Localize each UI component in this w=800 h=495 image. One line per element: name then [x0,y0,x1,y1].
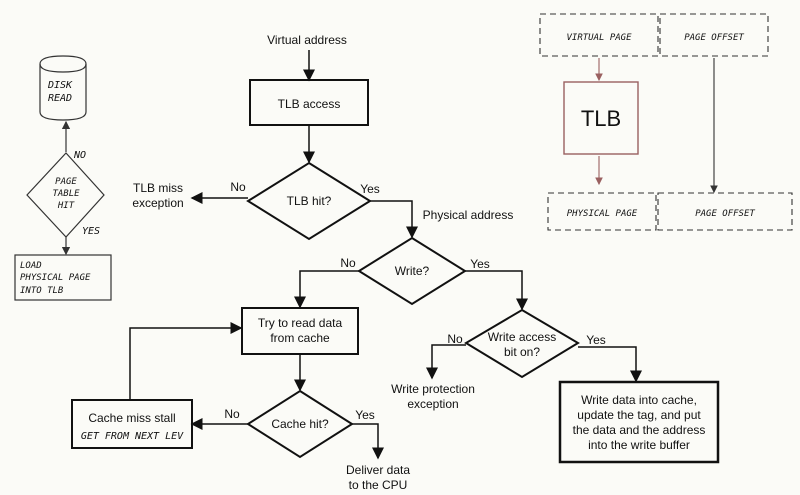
label-virtual-page: VIRTUAL PAGE [566,33,632,43]
label-page-table-2: TABLE [52,189,80,199]
label-write-data-4: into the write buffer [588,438,690,452]
label-write-data-2: update the tag, and put [577,408,701,422]
label-write-prot-1: Write protection [391,382,475,396]
disk-read-cylinder [39,55,87,121]
label-sketch-tlb: TLB [581,106,621,131]
box-write-data [558,380,720,464]
diamond-write [357,236,467,306]
label-load-1: LOAD [20,261,42,271]
box-load-physical-page [14,254,112,301]
label-yes-write: Yes [470,257,490,271]
label-disk-2: READ [48,93,72,104]
label-deliver-1: Deliver data [346,463,410,477]
label-try-read-2: from cache [270,331,330,345]
label-cache-miss-stall: Cache miss stall [88,411,175,425]
label-cache-hit: Cache hit? [271,417,329,431]
label-page-offset-bottom: PAGE OFFSET [695,209,755,219]
box-page-offset-bottom [657,192,793,231]
label-no-cache: No [224,407,240,421]
label-tlb-miss-2: exception [132,196,183,210]
label-yes-tlb: Yes [360,182,380,196]
label-page-table-1: PAGE [55,177,77,187]
box-cache-miss-stall [71,399,193,449]
label-write: Write? [395,264,430,278]
label-deliver-2: to the CPU [349,478,408,492]
label-page-offset-top: PAGE OFFSET [684,33,744,43]
label-write-prot-2: exception [407,397,458,411]
label-yes-write-access: Yes [586,333,606,347]
label-load-3: INTO TLB [20,286,64,296]
label-yes-cache: Yes [355,408,375,422]
main-flowchart: Virtual address TLB access TLB hit? No T… [71,33,720,492]
label-write-access-1: Write access [488,330,556,344]
label-disk-1: DISK [47,80,73,91]
label-no-write-access: No [447,332,463,346]
diamond-tlb-hit [246,161,372,241]
label-sketch-no: NO [73,150,86,161]
box-page-offset-top [659,13,769,57]
label-get-from-next: GET FROM NEXT LEV [81,431,184,442]
label-tlb-hit: TLB hit? [287,194,332,208]
diamond-cache-hit [246,389,354,459]
label-physical-page: PHYSICAL PAGE [567,209,638,219]
label-no-write: No [340,256,356,270]
label-write-data-3: the data and the address [573,423,706,437]
right-sketch: VIRTUAL PAGE PAGE OFFSET TLB PHYSICAL PA… [539,13,793,231]
label-write-access-2: bit on? [504,345,540,359]
label-write-data-1: Write data into cache, [581,393,697,407]
label-sketch-yes: YES [82,226,100,237]
label-virtual-address: Virtual address [267,33,347,47]
label-tlb-access: TLB access [278,97,341,111]
box-sketch-tlb [563,81,639,155]
label-page-table-3: HIT [57,201,75,211]
diamond-write-access [464,308,580,379]
label-tlb-miss-1: TLB miss [133,181,183,195]
label-physical-address: Physical address [423,208,514,222]
label-try-read-1: Try to read data [258,316,343,330]
box-physical-page [547,192,657,231]
left-sketch: DISK READ NO PAGE TABLE HIT YES LOAD PHY… [14,55,112,301]
label-no-tlb: No [230,180,246,194]
label-load-2: PHYSICAL PAGE [20,273,91,283]
